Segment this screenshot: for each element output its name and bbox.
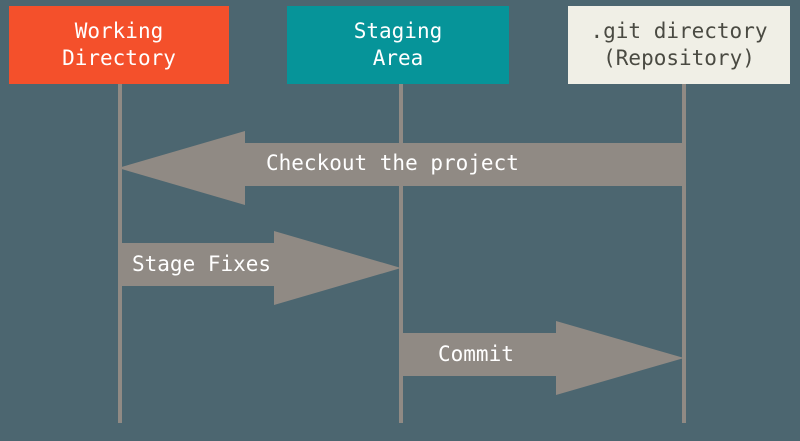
arrow-checkout-shape bbox=[118, 131, 682, 205]
node-staging-area-line2: Area bbox=[372, 46, 424, 70]
lifeline-git-directory bbox=[682, 84, 686, 423]
arrow-checkout-label: Checkout the project bbox=[266, 151, 519, 175]
arrow-commit-label: Commit bbox=[438, 342, 514, 366]
node-working-directory-line1: Working bbox=[74, 18, 164, 43]
node-working-directory-line2: Directory bbox=[62, 46, 176, 70]
node-git-directory-line1: .git directory bbox=[590, 18, 768, 43]
arrow-stage-fixes-shape bbox=[118, 231, 401, 305]
node-working-directory: Working Directory bbox=[9, 6, 229, 84]
arrow-commit-shape bbox=[399, 321, 684, 395]
node-git-directory: .git directory (Repository) bbox=[568, 6, 790, 84]
lifeline-staging-area bbox=[399, 84, 403, 423]
node-staging-area: Staging Area bbox=[287, 6, 509, 84]
node-staging-area-line1: Staging bbox=[353, 18, 443, 43]
arrow-stage-fixes-label: Stage Fixes bbox=[132, 252, 272, 276]
node-git-directory-line2: (Repository) bbox=[603, 46, 755, 70]
